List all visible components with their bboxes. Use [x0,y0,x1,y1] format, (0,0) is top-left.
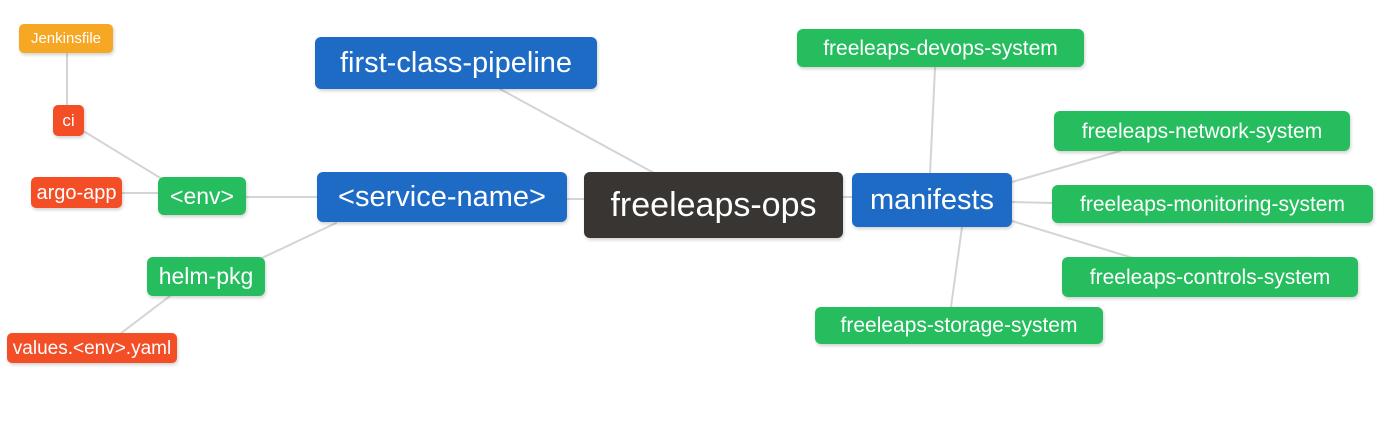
edge-helm-pkg-values [119,295,171,335]
node-freeleaps-devops-system[interactable]: freeleaps-devops-system [797,29,1084,67]
node-values-env-yaml[interactable]: values.<env>.yaml [7,333,177,363]
node-env[interactable]: <env> [158,177,246,215]
edge-manifests-storage-system [950,226,963,308]
node-helm-pkg[interactable]: helm-pkg [147,257,265,296]
node-first-class-pipeline[interactable]: first-class-pipeline [315,37,597,89]
edge-ci-env [84,131,163,180]
node-freeleaps-monitoring-system[interactable]: freeleaps-monitoring-system [1052,185,1373,223]
edge-manifests-network-system [1011,150,1121,183]
node-ci[interactable]: ci [53,105,84,136]
edge-first-class-pipeline-root [499,88,655,174]
edge-manifests-devops-system [929,67,936,175]
node-service-name[interactable]: <service-name> [317,172,567,222]
node-freeleaps-controls-system[interactable]: freeleaps-controls-system [1062,257,1358,297]
edge-manifests-monitoring-system [1011,201,1054,204]
node-freeleaps-storage-system[interactable]: freeleaps-storage-system [815,307,1103,344]
node-freeleaps-ops-root[interactable]: freeleaps-ops [584,172,843,238]
node-manifests[interactable]: manifests [852,173,1012,227]
node-freeleaps-network-system[interactable]: freeleaps-network-system [1054,111,1350,151]
edge-helm-pkg-service-name [261,222,337,259]
node-argo-app[interactable]: argo-app [31,177,122,208]
edge-manifests-controls-system [1011,220,1134,259]
node-jenkinsfile[interactable]: Jenkinsfile [19,24,113,53]
